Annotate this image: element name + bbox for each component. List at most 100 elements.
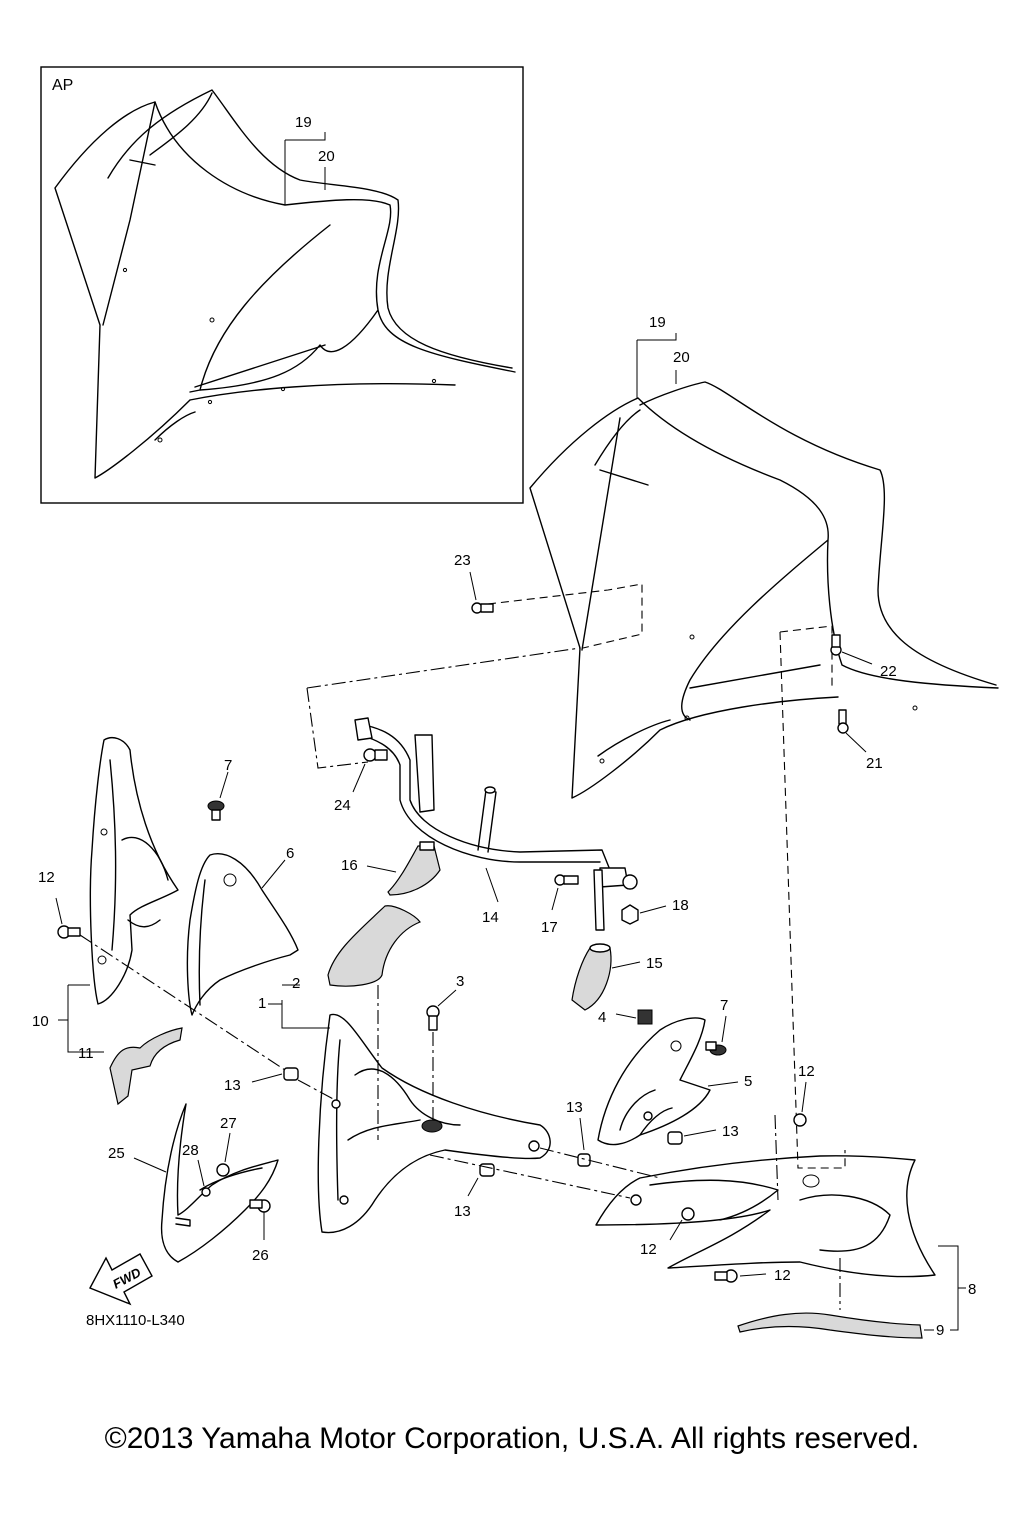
screw-12-bottom: 12 [714, 1267, 791, 1284]
callout-10: 10 [32, 1013, 49, 1030]
side-cover-10-outline [89, 737, 179, 1005]
callout-19: 19 [649, 314, 666, 331]
guide-13-a [297, 1079, 336, 1101]
windscreen-outline [529, 397, 999, 799]
callout-12-bottom: 12 [774, 1267, 791, 1284]
leader-8-9 [938, 1245, 966, 1331]
screw-26-shaft [249, 1199, 263, 1209]
panel-6-inner [198, 879, 206, 1006]
leader-21 [845, 732, 867, 753]
duct-2-body [327, 905, 421, 987]
leader-13-a [251, 1073, 283, 1083]
guide-13-b [429, 1154, 631, 1199]
leader-19-20 [636, 333, 677, 398]
side-cowling-8-hole-b [630, 1194, 642, 1206]
leader-7-left [219, 771, 229, 799]
callout-20-inset: 20 [318, 148, 335, 165]
screw-21: 21 [837, 709, 883, 772]
screw-22-shaft [831, 634, 841, 648]
callout-11: 11 [78, 1045, 94, 1062]
windscreen-assembly: 19 20 [529, 314, 999, 799]
bolt-24-head [363, 748, 377, 762]
fwd-arrow-badge: FWD [89, 1253, 153, 1306]
inset-hole-b [122, 267, 128, 273]
leader-13-b [467, 1177, 479, 1197]
leader-3 [437, 989, 457, 1007]
inner-cover-1-port [421, 1119, 443, 1133]
leader-12-top [801, 1081, 807, 1113]
lower-panel-25-inner [175, 1167, 263, 1227]
callout-9: 9 [936, 1322, 944, 1339]
damper-15: 15 [571, 943, 663, 1011]
leader-28 [197, 1159, 205, 1187]
damper-16-body [387, 845, 441, 896]
callout-1: 1 [258, 995, 266, 1012]
windscreen-hole-d [912, 705, 918, 711]
guide-13-c [539, 1147, 661, 1179]
collar-27: 27 [216, 1115, 237, 1177]
stay-vertical-tube [477, 789, 497, 853]
inset-windscreen-bottom [154, 382, 456, 441]
leader-24 [352, 763, 366, 793]
guide-24 [306, 647, 581, 769]
seal-9: 9 [737, 1312, 944, 1339]
guide-8 [774, 1114, 841, 1310]
diagram-code: 8HX1110-L340 [86, 1312, 185, 1329]
grommet-7-right-stem [705, 1041, 717, 1051]
windscreen-hole-c [599, 758, 605, 764]
callout-12-mid: 12 [640, 1241, 657, 1258]
leader-22 [841, 651, 873, 665]
callout-13-b: 13 [454, 1203, 471, 1220]
leader-14 [485, 867, 499, 903]
callout-24: 24 [334, 797, 351, 814]
collar-13-d: 13 [667, 1123, 739, 1145]
callout-12-top: 12 [798, 1063, 815, 1080]
callout-14: 14 [482, 909, 499, 926]
callout-27: 27 [220, 1115, 237, 1132]
damper-15-top [589, 943, 611, 953]
side-cover-10-inner [109, 759, 169, 951]
leader-27 [224, 1132, 231, 1163]
windscreen-trim-seal [639, 381, 997, 686]
leader-5 [707, 1081, 739, 1087]
leader-23 [469, 571, 477, 601]
screw-17-shaft [563, 875, 579, 885]
leader-12-bottom [739, 1273, 767, 1277]
callout-13-a: 13 [224, 1077, 241, 1094]
panel-5-inner [619, 1089, 673, 1136]
inset-windscreen-trim [107, 89, 513, 369]
windscreen-hole-b [684, 715, 690, 721]
fwd-arrow-shape [89, 1253, 153, 1306]
callout-13-d: 13 [722, 1123, 739, 1140]
leader-6 [261, 859, 286, 889]
inset-hole-f [157, 437, 163, 443]
screw-12-left: 12 [38, 869, 286, 1071]
damper-15-body [571, 947, 612, 1011]
inset-frame [40, 66, 524, 504]
leader-12-mid [669, 1219, 683, 1241]
leader-15 [611, 961, 641, 969]
collar-28: 28 [182, 1142, 211, 1197]
callout-12-left: 12 [38, 869, 55, 886]
screw-21-head [837, 722, 849, 734]
side-cover-10 [89, 737, 179, 1005]
screw-12-bottom-shaft [714, 1271, 728, 1281]
panel-5-hole [643, 1111, 653, 1121]
windscreen-hole-a [689, 634, 695, 640]
copyright-notice: ©2013 Yamaha Motor Corporation, U.S.A. A… [105, 1422, 920, 1455]
windscreen-inner-edge [581, 417, 821, 757]
panel-6-outline [186, 853, 299, 1016]
stay-end-nut [622, 874, 638, 890]
stay-bracket-left [414, 734, 435, 813]
collar-13-b: 13 [429, 1154, 631, 1220]
callout-18: 18 [672, 897, 689, 914]
clip-4-body [637, 1009, 653, 1025]
collar-13-c-body [577, 1153, 591, 1167]
leader-13-c [579, 1117, 585, 1151]
side-cowling-8-inner [649, 1179, 891, 1252]
callout-28: 28 [182, 1142, 199, 1159]
collar-13-a-body [283, 1067, 299, 1081]
callout-6: 6 [286, 845, 294, 862]
screw-3: 3 [426, 973, 464, 1120]
callout-17: 17 [541, 919, 558, 936]
